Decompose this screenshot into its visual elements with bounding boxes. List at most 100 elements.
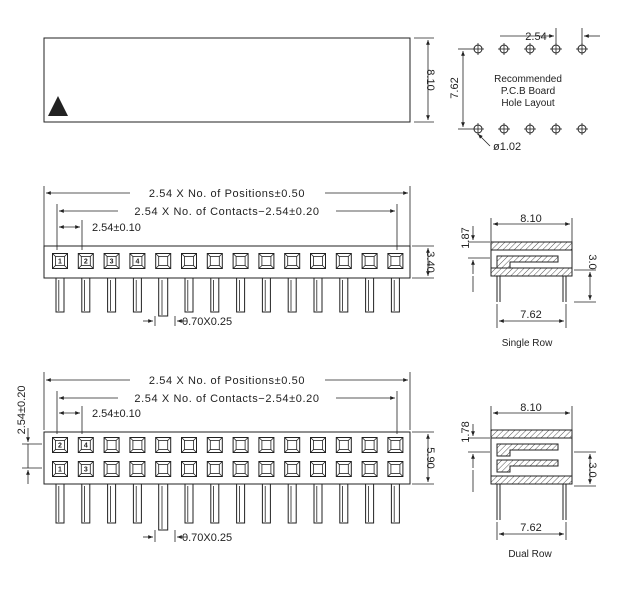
pcb-pitch-dimension: 2.54: [500, 28, 600, 44]
contact-cell: [335, 437, 352, 453]
dual-row-front-view: 2.54 X No. of Positions±0.50 2.54 X No. …: [16, 372, 436, 544]
contact-cell: [258, 253, 275, 269]
dual-pin-label: 0.70X0.25: [182, 532, 232, 544]
dual-pitch-label: 2.54±0.10: [92, 408, 141, 420]
contact-cell: [232, 437, 249, 453]
pin: [107, 484, 117, 524]
pin: [261, 278, 271, 313]
hole-row-bottom: [472, 123, 588, 135]
top-view-height-label: 8.10: [424, 69, 436, 90]
pin: [390, 278, 400, 313]
pcb-hole: [576, 43, 588, 55]
pcb-hole: [498, 43, 510, 55]
contact-cell: [258, 461, 275, 477]
pin: [339, 484, 349, 524]
single-row-side-view: 8.10 1.87 3.0 7.62 Single Row: [460, 213, 598, 349]
dual-side-width-label: 8.10: [520, 402, 541, 414]
single-contacts-label: 2.54 X No. of Contacts−2.54±0.20: [134, 206, 319, 218]
dual-side-pin-length-label: 3.0: [586, 462, 598, 477]
contact-cell: 2: [77, 253, 94, 269]
single-row-pins: [55, 278, 400, 317]
single-side-pin-spacing-label: 7.62: [520, 309, 541, 321]
single-side-pin-length-label: 3.0: [586, 254, 598, 269]
pin: [158, 278, 169, 317]
pcb-hole: [472, 43, 484, 55]
contact-cell: [181, 437, 197, 453]
contact-cell: [310, 437, 326, 453]
contact-cell: [387, 437, 404, 453]
single-pitch-label: 2.54±0.10: [92, 222, 141, 234]
contact-cell: [206, 461, 223, 477]
dual-side-top-label: 1.78: [460, 421, 472, 442]
contact-cell: [103, 461, 120, 477]
contact-cell: [284, 253, 301, 269]
pin: [81, 484, 91, 524]
pcb-hole-diameter-label: ø1.02: [493, 141, 521, 153]
dual-contacts-label: 2.54 X No. of Contacts−2.54±0.20: [134, 393, 319, 405]
contact-cell: 3: [77, 461, 94, 477]
contact-cell: [310, 253, 326, 269]
pcb-caption-line1: Recommended: [494, 74, 562, 85]
contact-cell: [387, 253, 404, 269]
contact-cell: [361, 253, 378, 269]
dual-height-label: 5.90: [424, 447, 436, 468]
pcb-hole-layout: 2.54 7.62 Recommended P.C.B Board Hole L…: [449, 28, 600, 153]
top-view-body: [43, 37, 411, 123]
pin: [210, 484, 220, 524]
contact-cell: [181, 253, 197, 269]
contact-cell: 1: [52, 253, 68, 269]
single-side-width-label: 8.10: [520, 213, 541, 225]
pin-number: 1: [58, 467, 62, 474]
pin: [390, 484, 400, 524]
pin: [210, 278, 220, 313]
pin: [339, 278, 349, 313]
contact-cell: 2: [52, 437, 68, 453]
pin: [81, 278, 91, 313]
single-pin-label: 0.70X0.25: [182, 316, 232, 328]
pin: [55, 484, 65, 524]
single-height-label: 3.40: [424, 251, 436, 272]
hole-row-top: [472, 43, 588, 55]
top-view: 8.10: [43, 37, 436, 123]
contact-cell: [284, 461, 301, 477]
pcb-hole: [472, 123, 484, 135]
pin: [184, 484, 194, 524]
dual-row-pins: [55, 484, 400, 531]
pcb-row-spacing-label: 7.62: [449, 77, 461, 98]
pcb-hole: [576, 123, 588, 135]
contact-cell: [155, 461, 172, 477]
contact-cell: [206, 437, 223, 453]
contact-cell: [258, 437, 275, 453]
single-row-body: [43, 245, 411, 279]
single-positions-label: 2.54 X No. of Positions±0.50: [149, 188, 305, 200]
pin: [132, 278, 142, 313]
dual-row-body: [43, 431, 411, 485]
pin-number: 3: [84, 467, 88, 474]
pin: [107, 278, 117, 313]
dual-row-pitch-label: 2.54±0.20: [16, 386, 28, 435]
pin-number: 4: [84, 443, 88, 450]
pcb-row-spacing-dimension: 7.62: [449, 48, 472, 130]
top-view-height-dimension: 8.10: [414, 37, 436, 123]
pin1-marker-triangle: [48, 96, 68, 116]
contact-cell: [387, 461, 404, 477]
contact-cell: [155, 437, 172, 453]
pin: [313, 278, 323, 313]
contact-cell: [232, 253, 249, 269]
pin: [365, 484, 375, 524]
contact-cell: [361, 461, 378, 477]
dual-row-side-view: 8.10 1.78 3.0 7.62 Dual Row: [460, 402, 598, 560]
single-side-top-label: 1.87: [460, 227, 472, 248]
contact-cell: [103, 437, 120, 453]
contact-cell: [232, 461, 249, 477]
dual-row-cells: 2 1 4 3: [52, 437, 404, 477]
single-side-caption: Single Row: [502, 338, 553, 349]
contact-cell: 3: [103, 253, 120, 269]
pin: [287, 484, 297, 524]
pin: [365, 278, 375, 313]
pin-number: 2: [58, 443, 62, 450]
contact-cell: [284, 437, 301, 453]
pcb-caption-line3: Hole Layout: [501, 98, 555, 109]
dual-side-caption: Dual Row: [508, 549, 552, 560]
